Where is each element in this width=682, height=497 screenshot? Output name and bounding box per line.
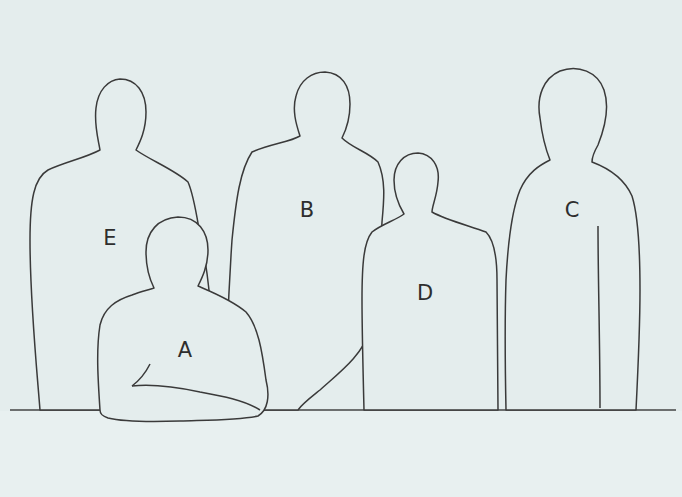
- silhouette-outline: [355, 148, 505, 415]
- silhouette-outline: [362, 153, 498, 410]
- person-silhouette: D: [355, 148, 505, 415]
- person-letter: A: [178, 340, 192, 361]
- silhouette-outline: [500, 62, 650, 415]
- person-letter: E: [103, 228, 116, 249]
- person-letter: D: [417, 283, 433, 304]
- arm-line: [598, 226, 600, 408]
- floor: [0, 411, 682, 497]
- person-silhouette: C: [500, 62, 650, 415]
- person-letter: C: [565, 200, 580, 221]
- person-letter: B: [300, 200, 314, 221]
- silhouette-outline: [98, 217, 268, 422]
- silhouette-outline: [505, 68, 640, 410]
- person-silhouette: A: [90, 210, 280, 428]
- arm-line: [132, 385, 260, 410]
- silhouette-outline: [90, 210, 280, 428]
- arm-line: [132, 364, 150, 386]
